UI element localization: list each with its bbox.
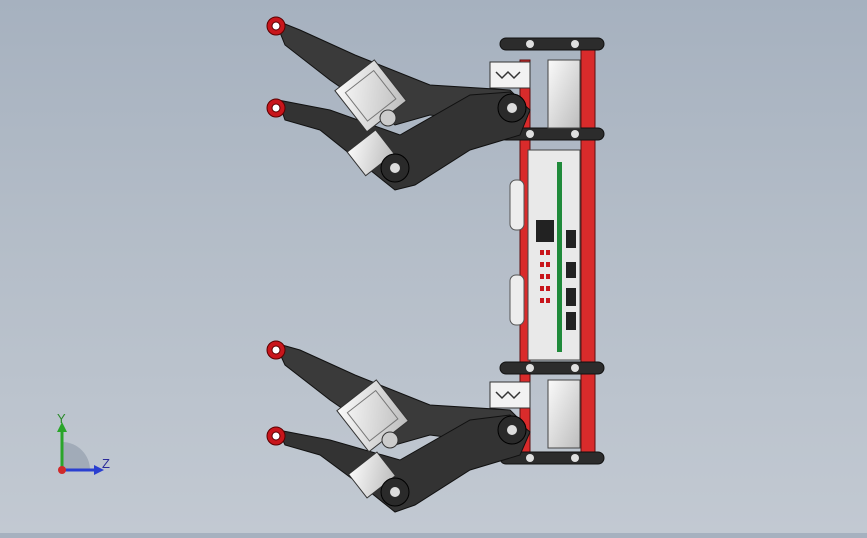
upper-leg-assembly[interactable] bbox=[266, 16, 531, 191]
plate-bolts bbox=[526, 40, 579, 462]
side-standoffs bbox=[509, 179, 525, 326]
top-plate bbox=[499, 37, 605, 141]
upper-foot-b bbox=[266, 98, 286, 118]
lower-foot-b bbox=[266, 426, 286, 446]
lower-leg-assembly[interactable] bbox=[266, 340, 531, 513]
pcb-components bbox=[536, 220, 576, 330]
pcb-board bbox=[557, 162, 562, 352]
x-axis-origin bbox=[58, 466, 66, 474]
z-axis-label: Z bbox=[102, 456, 110, 471]
lower-joint-hubs bbox=[380, 415, 527, 507]
frame-rail-right bbox=[580, 39, 596, 465]
upper-foot-a bbox=[266, 16, 286, 36]
chassis[interactable] bbox=[499, 37, 605, 465]
hip-servo-lower[interactable] bbox=[489, 379, 581, 449]
y-axis-label: Y bbox=[57, 411, 66, 426]
axis-triad: Y Z bbox=[48, 408, 128, 488]
upper-joint-hubs bbox=[379, 93, 527, 183]
upper-leg-link-b bbox=[277, 91, 531, 191]
lower-knee-servo-2 bbox=[347, 451, 397, 499]
axis-triad-graphic bbox=[57, 422, 104, 475]
lower-leg-link-b bbox=[277, 414, 531, 513]
pcb-header-pins bbox=[540, 250, 550, 303]
lower-foot-a bbox=[266, 340, 286, 360]
upper-knee-servo-2 bbox=[346, 129, 395, 177]
bottom-plate bbox=[499, 361, 605, 465]
hip-servo-upper[interactable] bbox=[489, 59, 581, 129]
